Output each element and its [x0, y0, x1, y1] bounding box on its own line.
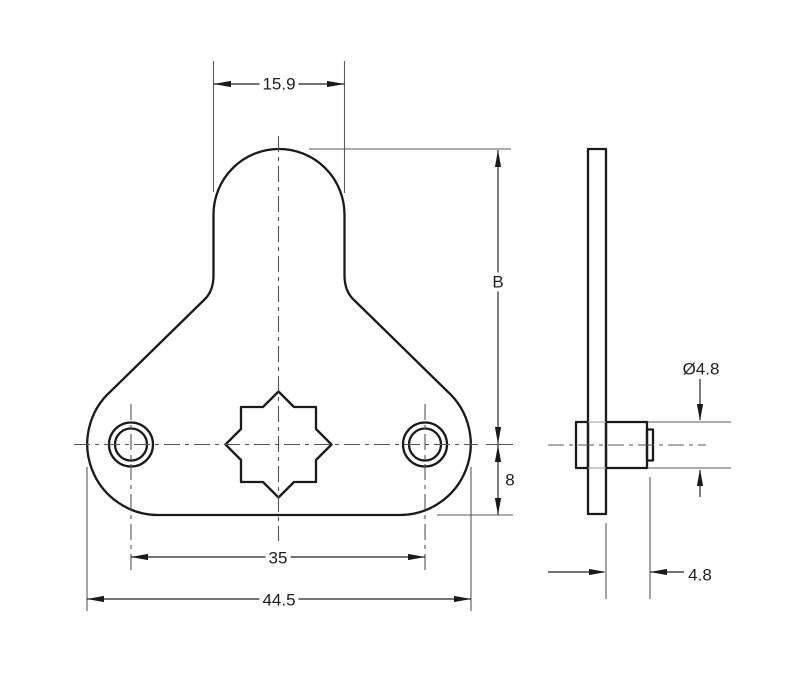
extension-lines [86, 61, 731, 611]
bracket-outline [86, 147, 472, 517]
dimension-lines [87, 80, 704, 603]
side-plate [586, 147, 608, 516]
boss-hidden-edges [588, 421, 606, 469]
dim-center-to-base [494, 445, 502, 515]
label-hole-spacing: 35 [265, 548, 291, 568]
label-boss-diameter: Ø4.8 [679, 359, 723, 379]
dim-overall-height [494, 150, 502, 444]
label-center-to-base: 8 [502, 470, 518, 490]
label-tab-width: 15.9 [259, 74, 299, 94]
side-view [574, 147, 655, 516]
label-boss-length: 4.8 [685, 565, 715, 585]
centerlines [74, 136, 706, 570]
label-overall-height: B [489, 272, 507, 292]
dim-boss-diameter [696, 379, 704, 497]
dim-boss-length [548, 568, 684, 576]
label-overall-width: 44.5 [259, 590, 299, 610]
